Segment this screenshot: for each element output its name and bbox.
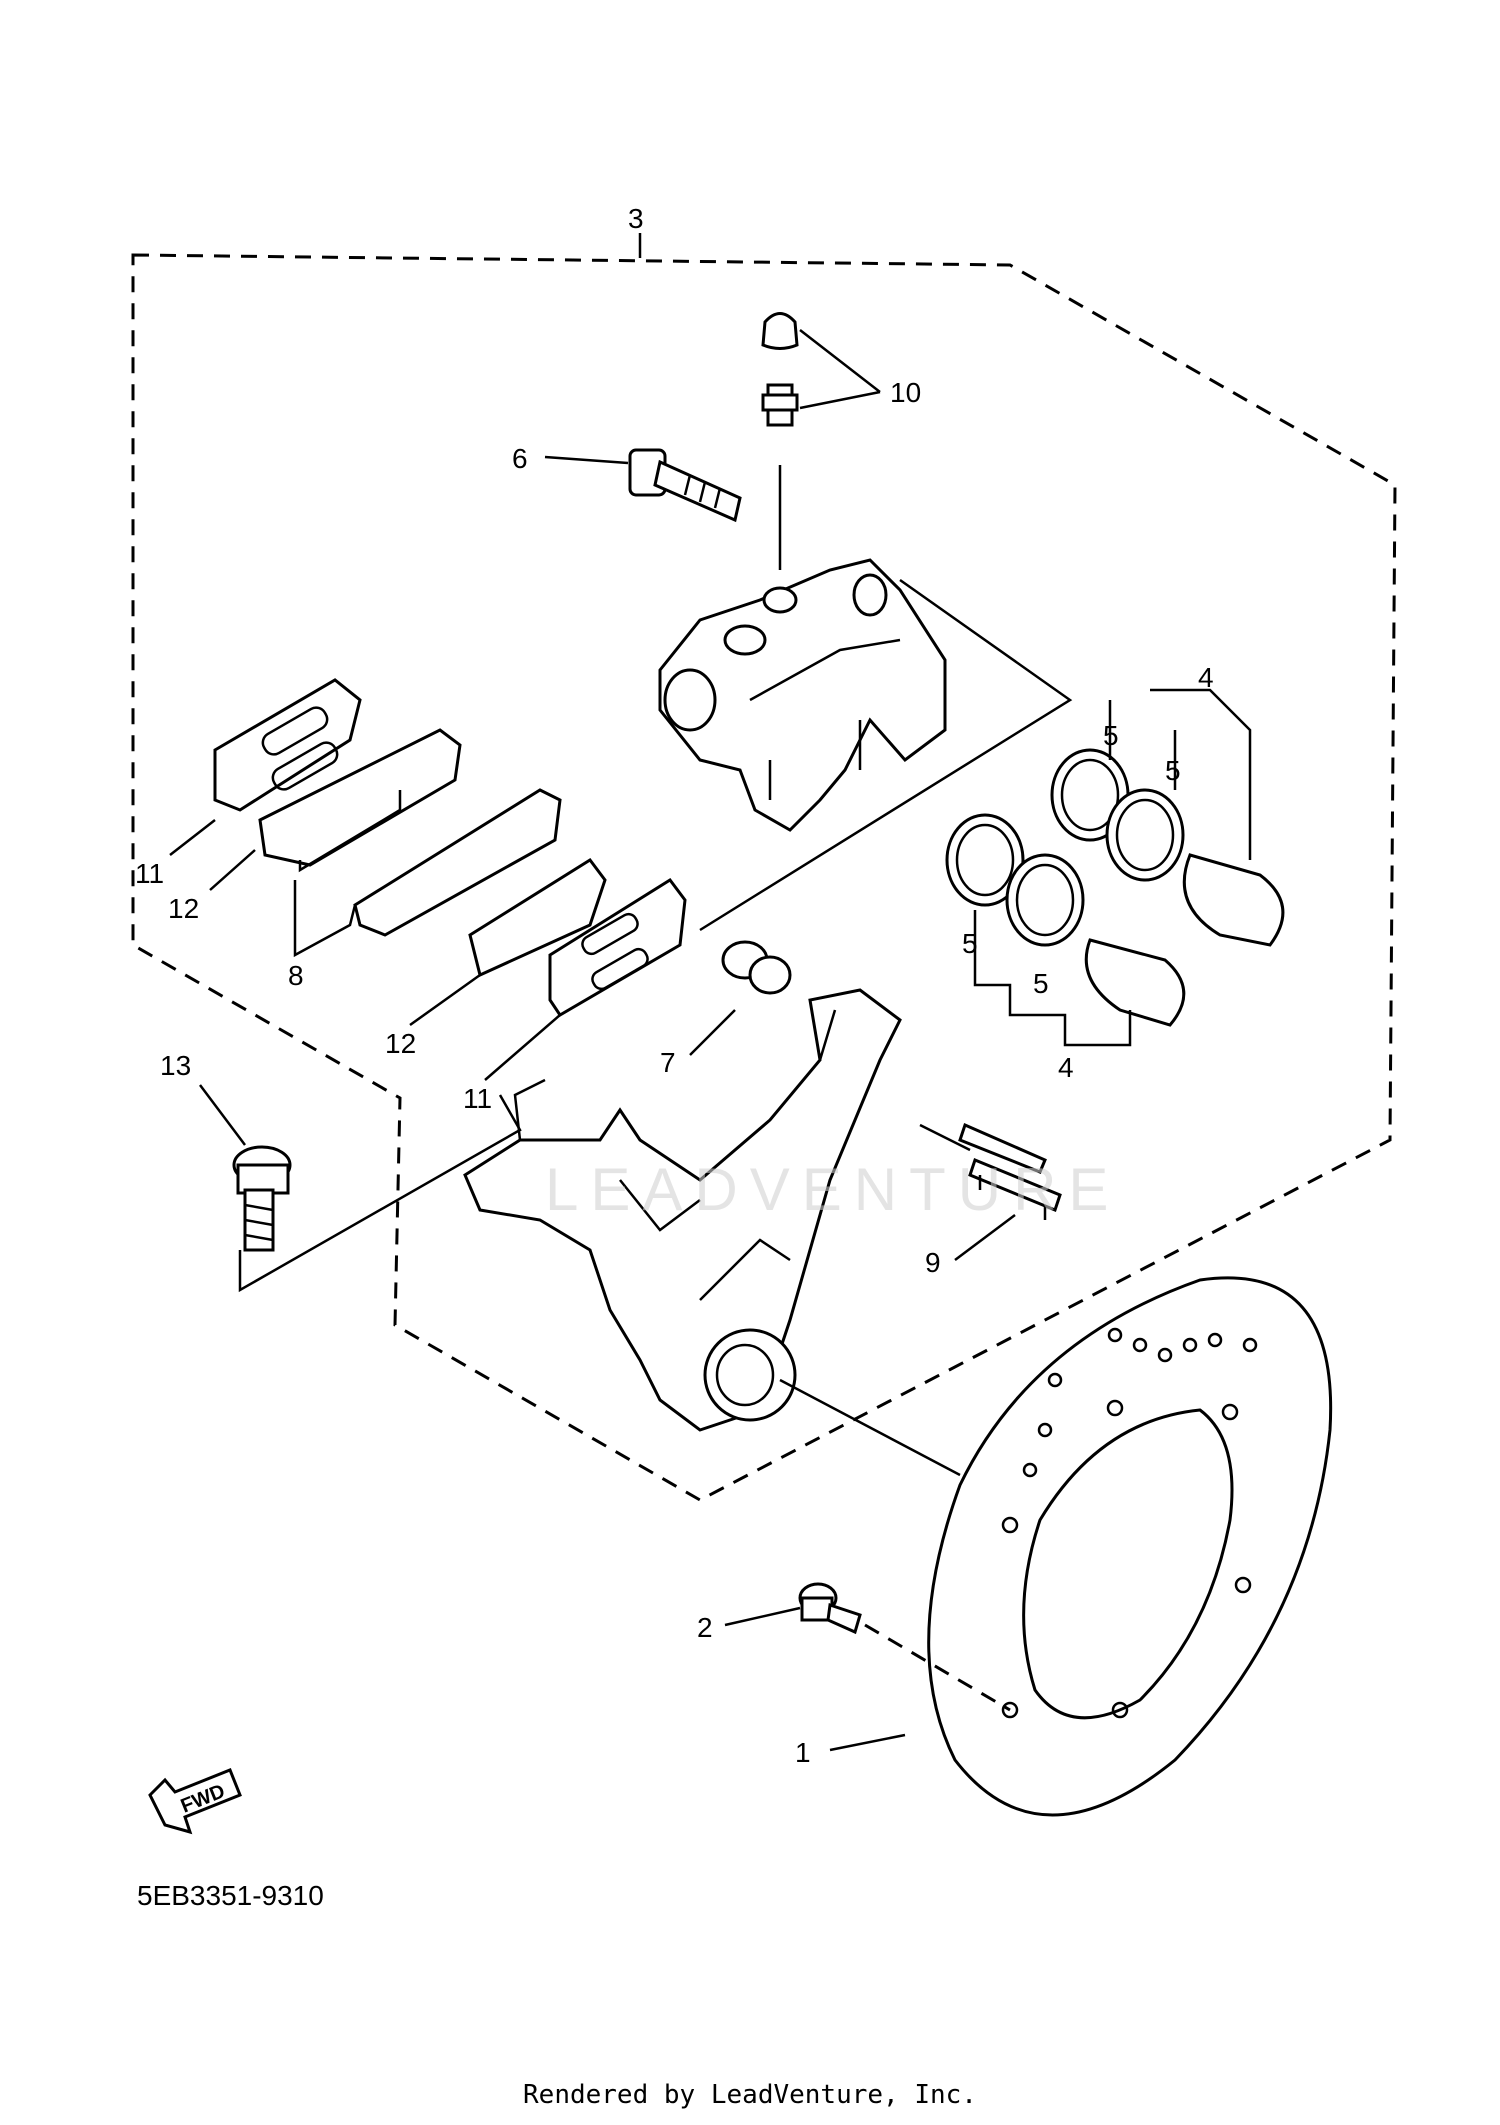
callout-6: 6 <box>512 443 528 474</box>
pad-plate-lower <box>548 877 687 1018</box>
callout-3: 3 <box>628 203 644 234</box>
leader-11b <box>484 1014 561 1081</box>
shim-lower <box>468 857 607 978</box>
brake-disc <box>927 1276 1333 1817</box>
brake-pad-upper <box>258 728 462 873</box>
leader-12b <box>409 973 481 1027</box>
leader-8 <box>293 880 357 958</box>
bracket-leader <box>779 1378 961 1477</box>
diagram-code: 5EB3351-9310 <box>137 1880 324 1911</box>
fwd-arrow-icon: FWD <box>148 1768 242 1835</box>
disc-bolt <box>798 1582 862 1635</box>
bracket-bolt <box>232 1145 292 1252</box>
pistons <box>1084 853 1285 1027</box>
rubber-boot <box>721 940 792 995</box>
brake-pad-lower <box>353 788 562 937</box>
leader-7 <box>689 1009 736 1056</box>
callout-9: 9 <box>925 1247 941 1278</box>
callout-4-top: 4 <box>1198 662 1214 693</box>
callout-7: 7 <box>660 1047 676 1078</box>
callout-5-b: 5 <box>1165 755 1181 786</box>
piston-seals <box>945 748 1185 947</box>
leader-11a <box>169 819 216 856</box>
caliper-bolt <box>628 448 742 523</box>
callout-12-b: 12 <box>385 1028 416 1059</box>
leader-10 <box>799 329 881 410</box>
bracket-bolt-guide <box>238 1094 522 1293</box>
leader-1 <box>829 1733 906 1752</box>
callout-4-bottom: 4 <box>1058 1052 1074 1083</box>
leader-6 <box>544 455 629 465</box>
bleed-screw-assembly <box>761 312 799 570</box>
callout-11-b: 11 <box>463 1083 492 1114</box>
callout-5-a: 5 <box>1103 720 1119 751</box>
spring-guide-line <box>919 1123 971 1152</box>
callout-11-a: 11 <box>135 858 164 889</box>
callout-10: 10 <box>890 377 921 408</box>
caliper-bracket <box>463 988 902 1432</box>
watermark: LEADVENTURE <box>545 1156 1121 1223</box>
callout-2: 2 <box>697 1612 713 1643</box>
footer-credit: Rendered by LeadVenture, Inc. <box>523 2080 977 2110</box>
leader-2 <box>724 1606 801 1627</box>
leader-12a <box>209 849 256 891</box>
leader-4-bottom <box>973 910 1132 1047</box>
assembly-boundary <box>131 253 1397 1502</box>
leader-9 <box>954 1214 1016 1261</box>
pad-springs <box>958 1122 1062 1220</box>
callout-13: 13 <box>160 1050 191 1081</box>
callout-5-d: 5 <box>1033 968 1049 999</box>
disc-bolt-guide <box>864 1623 1011 1712</box>
callout-5-c: 5 <box>962 928 978 959</box>
callout-1: 1 <box>795 1737 811 1768</box>
callout-8: 8 <box>288 960 304 991</box>
caliper-body <box>658 558 1073 932</box>
callout-12-a: 12 <box>168 893 199 924</box>
leader-13 <box>199 1084 246 1146</box>
pad-plate-upper <box>213 678 362 812</box>
leader-4-top <box>1108 688 1252 860</box>
